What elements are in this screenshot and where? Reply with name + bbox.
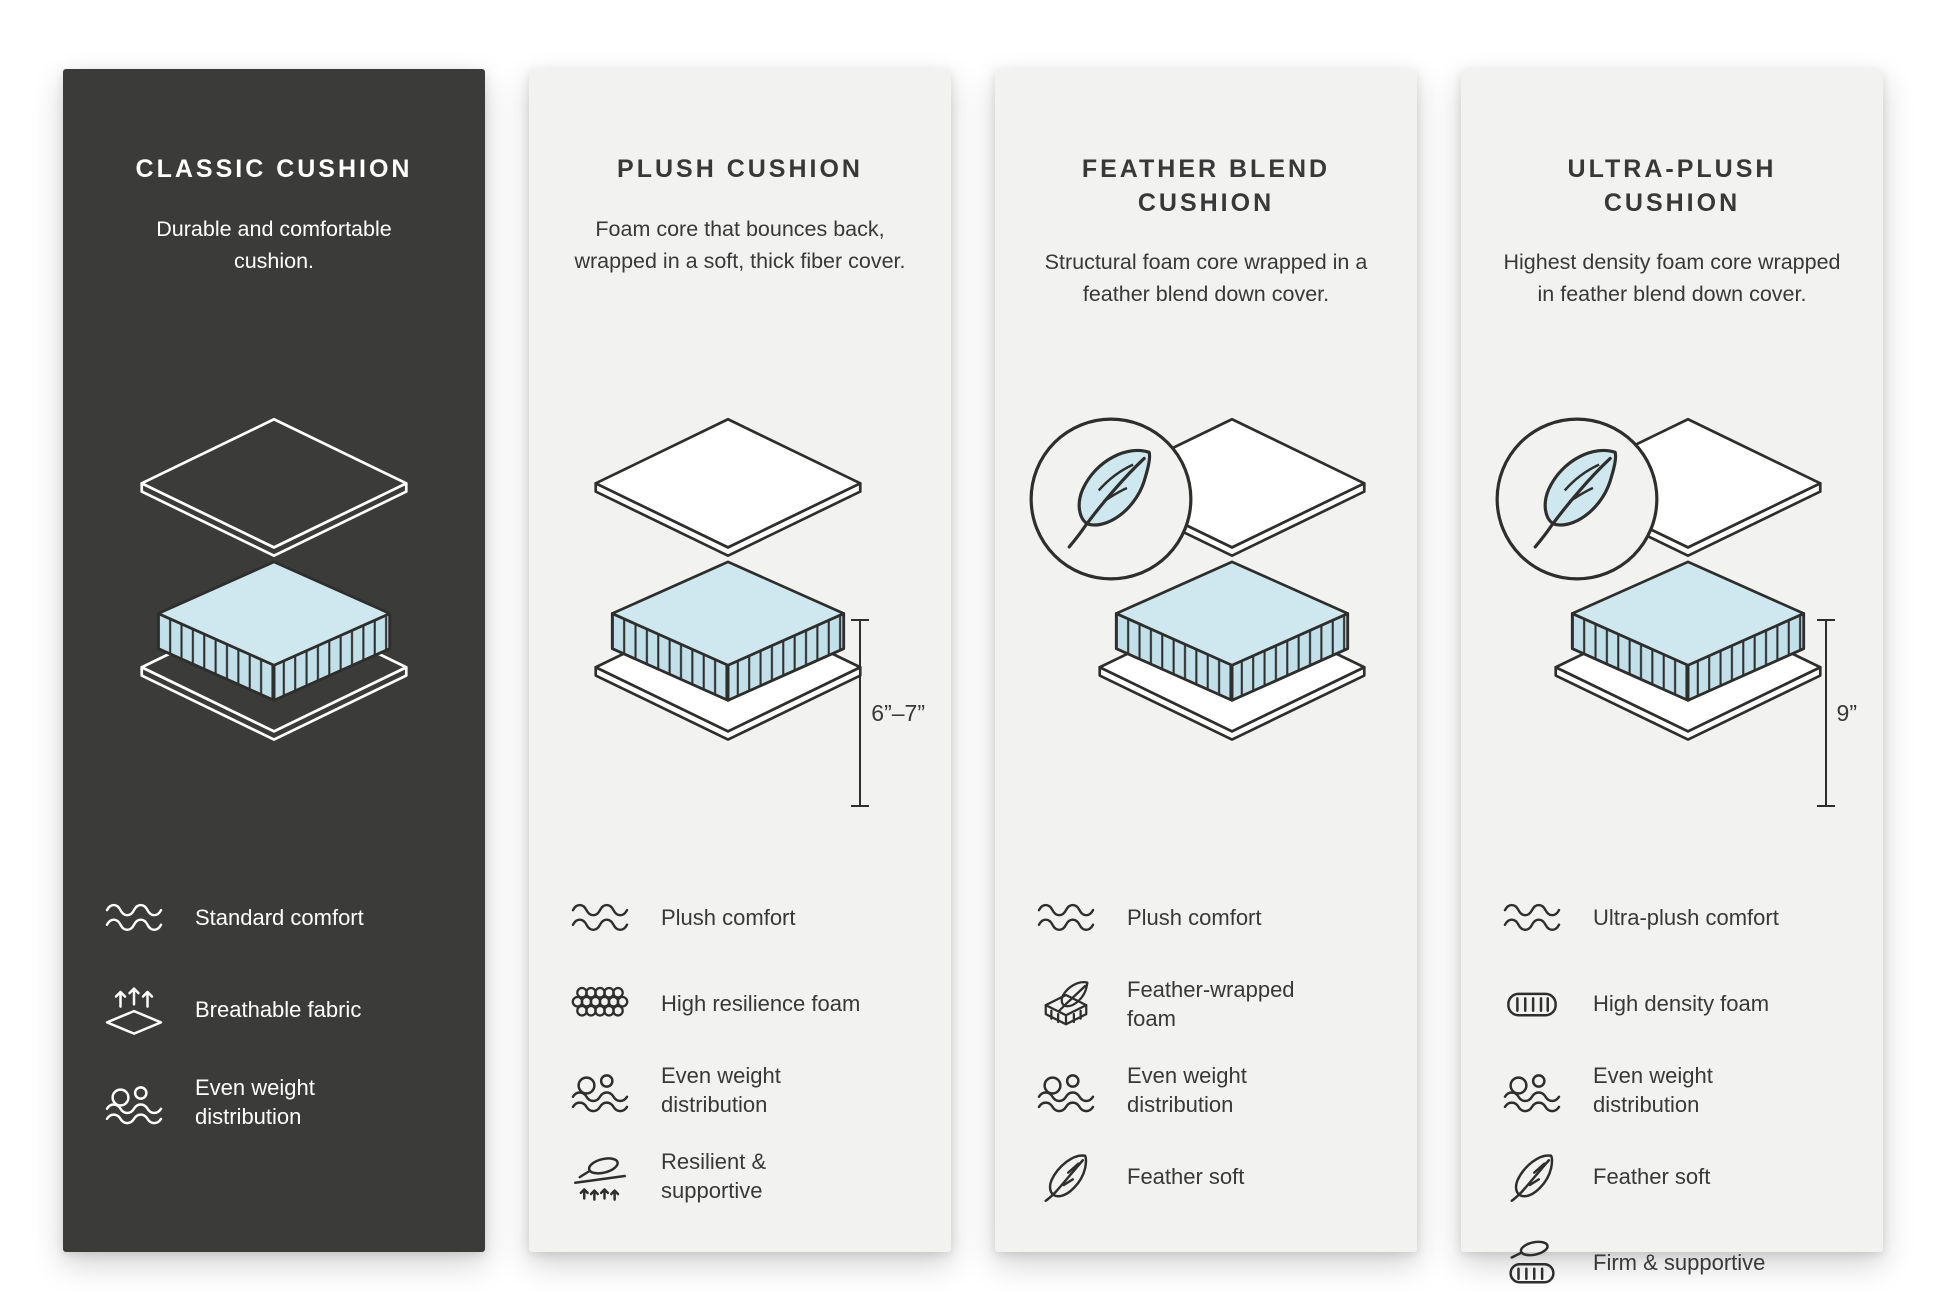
panel-plush-cushion: PLUSH CUSHION Foam core that bounces bac… — [529, 69, 951, 1252]
feature-row: Standard comfort — [99, 889, 449, 947]
measurement-label: 9” — [1836, 699, 1857, 726]
feature-row: Firm & supportive — [1497, 1233, 1847, 1291]
feature-label: Feather soft — [1127, 1163, 1245, 1189]
feature-label: Even weight distribution — [195, 1075, 315, 1130]
feature-label: Breathable fabric — [195, 997, 362, 1023]
feature-list: Plush comfort High resilience foam Even … — [565, 889, 915, 1205]
feather-icon — [1031, 1147, 1101, 1205]
firm-supportive-icon — [1497, 1233, 1567, 1291]
feature-row: Breathable fabric — [99, 981, 449, 1039]
feature-label: High resilience foam — [661, 991, 861, 1017]
feature-label: High density foam — [1593, 991, 1770, 1017]
cushion-illustration — [1031, 411, 1381, 863]
feature-label: Feather-wrapped foam — [1127, 977, 1295, 1032]
panel-header: PLUSH CUSHION Foam core that bounces bac… — [565, 69, 915, 345]
measurement-label: 6”–7” — [871, 699, 925, 726]
feature-row: Ultra-plush comfort — [1497, 889, 1847, 947]
panel-description: Foam core that bounces back, wrapped in … — [574, 216, 906, 273]
feather-wrapped-foam-icon — [1031, 975, 1101, 1033]
waves-icon — [565, 889, 635, 947]
feature-label: Resilient & supportive — [661, 1149, 767, 1204]
feature-row: Even weight distribution — [565, 1061, 915, 1119]
feature-label: Standard comfort — [195, 905, 364, 931]
feature-row: Even weight distribution — [1031, 1061, 1381, 1119]
feature-label: Ultra-plush comfort — [1593, 905, 1779, 931]
feature-list: Ultra-plush comfort High density foam Ev… — [1497, 889, 1847, 1291]
cushion-illustration — [99, 411, 449, 863]
height-measurement: 9” — [1816, 619, 1857, 807]
feature-row: Even weight distribution — [1497, 1061, 1847, 1119]
panel-description: Structural foam core wrapped in a feathe… — [1044, 250, 1368, 307]
feature-row: Feather soft — [1031, 1147, 1381, 1205]
feature-list: Plush comfort Feather-wrapped foam Even … — [1031, 889, 1381, 1205]
waves-icon — [1031, 889, 1101, 947]
measurement-line — [851, 619, 870, 807]
panel-title: ULTRA-PLUSH CUSHION — [1567, 155, 1777, 217]
feature-row: High density foam — [1497, 975, 1847, 1033]
feature-label: Even weight distribution — [661, 1063, 781, 1118]
measurement-line — [1816, 619, 1835, 807]
feature-row: Even weight distribution — [99, 1073, 449, 1131]
feature-row: High resilience foam — [565, 975, 915, 1033]
feather-icon — [1497, 1147, 1567, 1205]
panel-classic-cushion: CLASSIC CUSHION Durable and comfortable … — [63, 69, 485, 1252]
resilient-supportive-icon — [565, 1147, 635, 1205]
feature-label: Firm & supportive — [1593, 1249, 1766, 1275]
breathable-fabric-icon — [99, 981, 169, 1039]
feature-label: Even weight distribution — [1127, 1063, 1247, 1118]
panel-description: Durable and comfortable cushion. — [156, 216, 392, 273]
cushion-layers-diagram — [119, 411, 429, 744]
feature-row: Plush comfort — [565, 889, 915, 947]
cushion-illustration: 6”–7” — [565, 411, 925, 863]
feature-label: Plush comfort — [661, 905, 796, 931]
height-measurement: 6”–7” — [851, 619, 925, 807]
feature-list: Standard comfort Breathable fabric Even … — [99, 889, 449, 1131]
feature-row: Plush comfort — [1031, 889, 1381, 947]
feature-label: Plush comfort — [1127, 905, 1262, 931]
even-weight-icon — [99, 1073, 169, 1131]
feature-row: Resilient & supportive — [565, 1147, 915, 1205]
panel-ultra-plush-cushion: ULTRA-PLUSH CUSHION Highest density foam… — [1461, 69, 1883, 1252]
even-weight-icon — [1031, 1061, 1101, 1119]
panel-title: CLASSIC CUSHION — [135, 155, 413, 183]
even-weight-icon — [1497, 1061, 1567, 1119]
panel-header: FEATHER BLEND CUSHION Structural foam co… — [1031, 69, 1381, 345]
feature-row: Feather soft — [1497, 1147, 1847, 1205]
high-density-foam-icon — [1497, 975, 1567, 1033]
panel-header: ULTRA-PLUSH CUSHION Highest density foam… — [1497, 69, 1847, 345]
panel-title: PLUSH CUSHION — [617, 155, 863, 183]
even-weight-icon — [565, 1061, 635, 1119]
feature-label: Even weight distribution — [1593, 1063, 1713, 1118]
waves-icon — [99, 889, 169, 947]
feather-badge-icon — [1491, 413, 1663, 585]
honeycomb-foam-icon — [565, 975, 635, 1033]
panel-description: Highest density foam core wrapped in fea… — [1503, 250, 1841, 307]
waves-icon — [1497, 889, 1567, 947]
feature-row: Feather-wrapped foam — [1031, 975, 1381, 1033]
feature-label: Feather soft — [1593, 1163, 1711, 1189]
cushion-illustration: 9” — [1497, 411, 1857, 863]
feather-badge-icon — [1025, 413, 1197, 585]
cushion-layers-diagram — [573, 411, 883, 744]
panel-title: FEATHER BLEND CUSHION — [1081, 155, 1331, 217]
panel-feather-blend-cushion: FEATHER BLEND CUSHION Structural foam co… — [995, 69, 1417, 1252]
panel-header: CLASSIC CUSHION Durable and comfortable … — [99, 69, 449, 345]
